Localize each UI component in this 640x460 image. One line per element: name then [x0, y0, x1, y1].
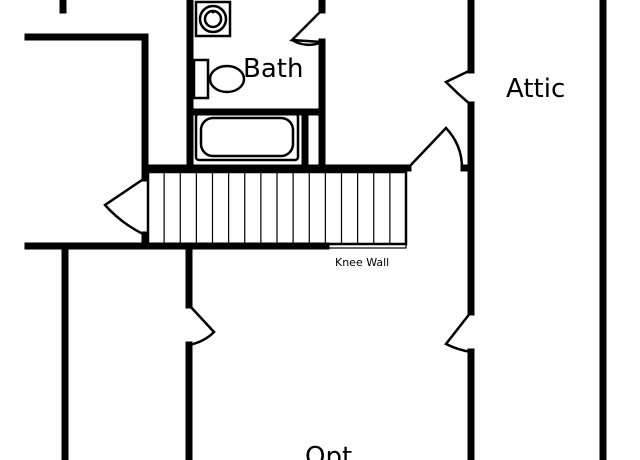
knee-wall-label: Knee Wall [335, 256, 389, 269]
room-label-bath: Bath [243, 54, 303, 84]
walls [24, 0, 607, 460]
room-label-opt: Opt [305, 442, 352, 460]
sink-icon [194, 0, 232, 38]
toilet-bowl-icon [208, 64, 246, 94]
room-label-attic: Attic [506, 74, 565, 104]
toilet-tank-icon [192, 58, 210, 100]
staircase [146, 170, 408, 246]
knee-wall [325, 243, 407, 249]
bathtub-icon [194, 112, 300, 162]
doors [103, 9, 472, 354]
bath-fixtures [192, 0, 300, 162]
